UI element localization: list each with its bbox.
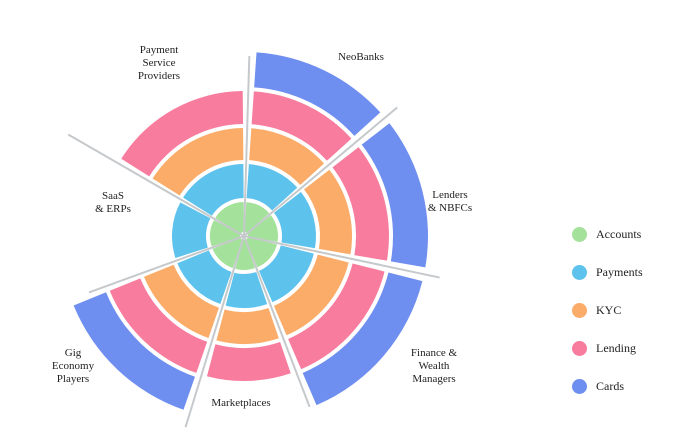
legend-item-cards: Cards: [572, 376, 624, 396]
ring-segment-accounts: [212, 237, 243, 269]
ring-segment-lending: [109, 278, 208, 373]
legend-dot-icon: [572, 302, 587, 318]
legend-dot-icon: [572, 340, 587, 356]
legend-item-lending: Lending: [572, 338, 636, 358]
separator-ray: [184, 235, 245, 428]
segment-label-neobanks: NeoBanks: [338, 51, 384, 63]
separator-ray: [67, 133, 245, 237]
ring-segment-cards: [73, 292, 195, 410]
separator-ray: [243, 106, 398, 237]
legend-dot-icon: [572, 226, 587, 242]
ring-segment-payments: [177, 250, 232, 304]
segment-label-marketplaces: Marketplaces: [211, 397, 271, 409]
ring-segment-payments: [172, 202, 211, 259]
ring-segment-kyc: [304, 169, 352, 255]
segment-label-lenders-nbfcs: Lenders & NBFCs: [427, 189, 473, 214]
segment-label-finance-wealth-managers: Finance & Wealth Managers: [410, 347, 458, 385]
ring-segment-cards: [361, 123, 429, 268]
segment-label-saas-erps: SaaS & ERPs: [95, 190, 131, 215]
legend-label: KYC: [596, 302, 622, 317]
legend-dot-icon: [572, 378, 587, 394]
legend-dot-icon: [572, 264, 587, 280]
segment-label-gig-economy-players: Gig Economy Players: [51, 347, 95, 385]
ring-segment-payments: [246, 164, 298, 211]
legend-item-payments: Payments: [572, 262, 643, 282]
ring-segment-payments: [183, 164, 244, 216]
ring-segment-kyc: [144, 264, 220, 338]
separator-ray: [243, 235, 311, 408]
ring-segment-payments: [274, 191, 316, 249]
ring-segment-accounts: [209, 220, 241, 247]
ring-segment-kyc: [216, 307, 279, 344]
ring-segment-payments: [258, 245, 314, 303]
legend-label: Payments: [596, 264, 643, 279]
separator-ray: [88, 235, 245, 294]
ring-segment-payments: [225, 271, 268, 308]
ring-segment-kyc: [249, 128, 325, 185]
ring-segment-lending: [288, 263, 385, 370]
legend-item-kyc: KYC: [572, 300, 621, 320]
ring-segment-kyc: [152, 128, 244, 196]
ring-segment-lending: [332, 147, 390, 261]
ring-segment-accounts: [247, 215, 278, 242]
segment-label-payment-service-providers: Payment Service Providers: [137, 44, 181, 82]
legend-item-accounts: Accounts: [572, 224, 641, 244]
separator-ray: [243, 235, 440, 279]
ring-segment-lending: [251, 91, 352, 161]
legend-label: Accounts: [596, 226, 642, 241]
legend-label: Lending: [596, 340, 636, 355]
ring-segment-kyc: [273, 254, 349, 336]
ring-segment-cards: [254, 52, 381, 136]
ring-segment-accounts: [245, 236, 277, 268]
ring-segment-accounts: [215, 202, 244, 234]
legend-label: Cards: [596, 378, 624, 393]
ring-segment-lending: [206, 342, 291, 381]
separator-ray: [243, 56, 251, 237]
ring-segment-accounts: [244, 202, 270, 234]
ring-segment-lending: [121, 91, 244, 177]
ring-segment-accounts: [235, 239, 255, 270]
ring-segment-cards: [302, 272, 423, 406]
